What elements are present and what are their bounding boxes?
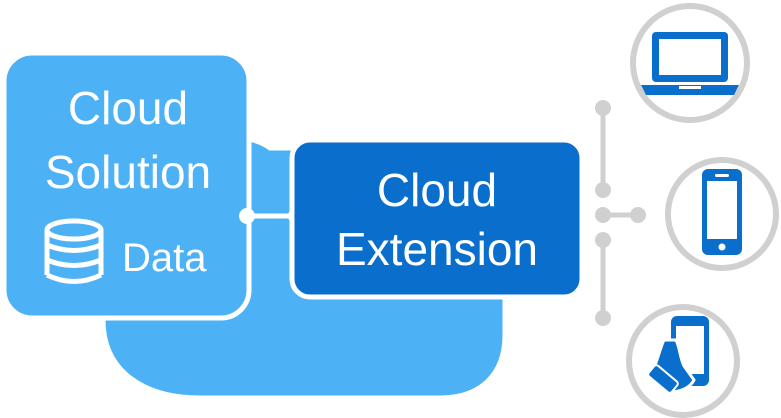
cloud-extension-box: Cloud Extension bbox=[289, 137, 585, 300]
device-laptop bbox=[630, 3, 750, 123]
data-label: Data bbox=[122, 236, 207, 280]
device-connector-bus bbox=[595, 100, 646, 326]
smartphone-icon bbox=[702, 169, 742, 255]
cloud-solution-box: Cloud Solution Data bbox=[1, 50, 252, 321]
device-hand-phone bbox=[626, 304, 740, 418]
cloud-extension-title-line1: Cloud bbox=[377, 164, 497, 216]
cloud-solution-title-line1: Cloud bbox=[68, 82, 188, 134]
device-smartphone bbox=[665, 157, 779, 271]
cloud-solution-title-line2: Solution bbox=[45, 146, 211, 198]
laptop-icon bbox=[641, 32, 739, 95]
database-icon bbox=[44, 218, 104, 284]
cloud-extension-title-line2: Extension bbox=[336, 223, 538, 275]
hand-phone-icon bbox=[647, 316, 709, 394]
